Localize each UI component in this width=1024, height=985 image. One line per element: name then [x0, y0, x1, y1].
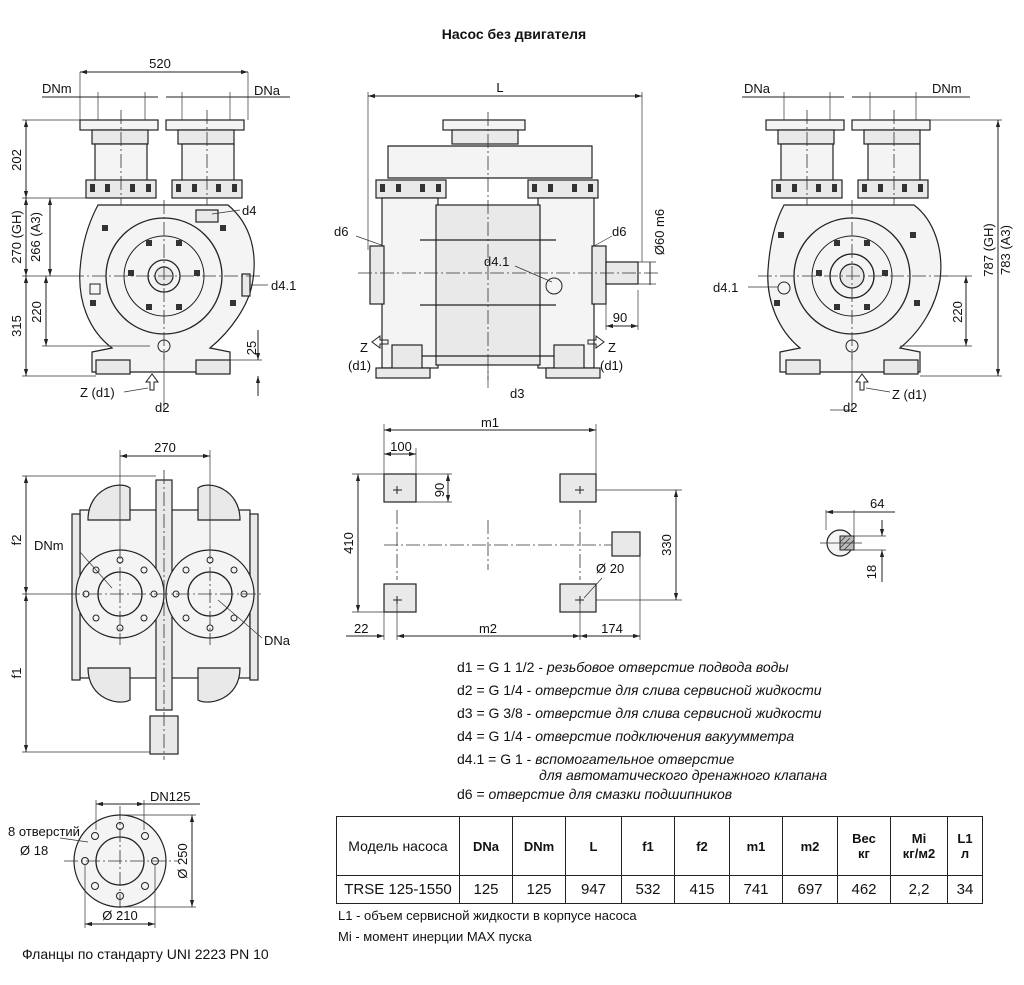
dim-22: 22: [354, 621, 368, 636]
dim-64: 64: [870, 496, 884, 511]
legend-item-d3: d3 = G 3/8 - отверстие для слива сервисн…: [457, 705, 822, 721]
dim-f1: f1: [9, 668, 24, 679]
dim-18: 18: [864, 565, 879, 579]
hole-legend: d1 = G 1 1/2 - резьбовое отверстие подво…: [457, 656, 897, 806]
legend-item-d6: d6 = отверстие для смазки подшипников: [457, 786, 733, 802]
drawing-title: Насос без двигателя: [442, 26, 586, 42]
header-l: L: [565, 816, 622, 876]
note-l1: L1 - объем сервисной жидкости в корпусе …: [338, 908, 637, 923]
legend-item-d4: d4 = G 1/4 - отверстие подключения вакуу…: [457, 728, 795, 744]
dim-f2: f2: [9, 535, 24, 546]
label-d2-left: d2: [155, 400, 169, 415]
label-dna-right: DNa: [744, 81, 771, 96]
label-8-holes: 8 отверстий: [8, 824, 80, 839]
dim-100: 100: [390, 439, 412, 454]
header-model: Модель насоса: [336, 816, 460, 876]
header-dnm: DNm: [512, 816, 566, 876]
label-dna-top: DNa: [264, 633, 291, 648]
label-dna-left: DNa: [254, 83, 281, 98]
key-detail: 64 18: [820, 496, 895, 582]
label-z-d1-left: Z (d1): [80, 385, 115, 400]
header-dna: DNa: [459, 816, 513, 876]
header-f1: f1: [621, 816, 675, 876]
flange-detail: DN125 Ø 250 Ø 210 8 отверстий Ø 18: [8, 789, 200, 928]
label-d1-left-center: (d1): [348, 358, 371, 373]
header-m2: m2: [782, 816, 838, 876]
dim-270-gh: 270 (GH): [9, 210, 24, 263]
dim-25: 25: [244, 341, 259, 355]
top-view: 270 f2 f1 DNm DNa: [9, 440, 291, 760]
label-d41-left: d4.1: [271, 278, 296, 293]
dim-hole-20: Ø 20: [596, 561, 624, 576]
dim-266-a3: 266 (A3): [28, 212, 43, 262]
dim-220-right: 220: [950, 301, 965, 323]
label-z-right-center: Z: [608, 340, 616, 355]
dim-m1: m1: [481, 415, 499, 430]
base-plan-view: m1 100 90 410 330 Ø 20 22 m2 174: [341, 415, 682, 640]
label-dnm-top: DNm: [34, 538, 64, 553]
label-dnm-right: DNm: [932, 81, 962, 96]
header-m1: m1: [729, 816, 783, 876]
dim-shaft-60-m6: Ø60 m6: [652, 209, 667, 255]
cell-model: TRSE 125-1550: [336, 875, 460, 904]
flange-standard-note: Фланцы по стандарту UNI 2223 PN 10: [22, 946, 269, 962]
dim-90-base: 90: [432, 483, 447, 497]
cell-l1: 34: [947, 875, 983, 904]
right-side-view: DNa DNm 787 (GH) 783 (A3) 220 d4.1 Z (d1…: [713, 81, 1013, 415]
label-dn125: DN125: [150, 789, 190, 804]
header-f2: f2: [674, 816, 730, 876]
label-dnm-left: DNm: [42, 81, 72, 96]
left-side-view: 520 DNm DNa 202 270 (GH) 266 (A3) 315 22…: [9, 56, 296, 415]
label-z-left-center: Z: [360, 340, 368, 355]
note-mi: Mi - момент инерции MAX пуска: [338, 929, 532, 944]
dim-m2: m2: [479, 621, 497, 636]
dim-410: 410: [341, 532, 356, 554]
label-d3: d3: [510, 386, 524, 401]
dim-270-top: 270: [154, 440, 176, 455]
dim-330: 330: [659, 534, 674, 556]
dim-520: 520: [149, 56, 171, 71]
label-z-d1-right: Z (d1): [892, 387, 927, 402]
label-d4: d4: [242, 203, 256, 218]
legend-item-d41-cont: для автоматического дренажного клапана: [539, 767, 828, 783]
spec-data-row: TRSE 125-1550 125 125 947 532 415 741 69…: [336, 875, 983, 904]
cell-weight: 462: [837, 875, 891, 904]
cell-dnm: 125: [512, 875, 566, 904]
dim-220-left: 220: [29, 301, 44, 323]
dim-90-shaft: 90: [613, 310, 627, 325]
label-d6-right: d6: [612, 224, 626, 239]
label-d1-right-center: (d1): [600, 358, 623, 373]
label-d41-right: d4.1: [713, 280, 738, 295]
legend-item-d2: d2 = G 1/4 - отверстие для слива сервисн…: [457, 682, 822, 698]
dim-flange-210: Ø 210: [102, 908, 137, 923]
dim-L: L: [496, 80, 503, 95]
dim-315: 315: [9, 315, 24, 337]
cell-m2: 697: [782, 875, 838, 904]
dim-174: 174: [601, 621, 623, 636]
dim-202: 202: [9, 149, 24, 171]
label-d41-center: d4.1: [484, 254, 509, 269]
cell-mi: 2,2: [890, 875, 948, 904]
dim-flange-250: Ø 250: [175, 843, 190, 878]
label-d2-right: d2: [843, 400, 857, 415]
cell-l: 947: [565, 875, 622, 904]
cell-f1: 532: [621, 875, 675, 904]
dim-787-gh: 787 (GH): [981, 223, 996, 276]
label-hole-18: Ø 18: [20, 843, 48, 858]
dim-783-a3: 783 (A3): [998, 225, 1013, 275]
legend-item-d1: d1 = G 1 1/2 - резьбовое отверстие подво…: [457, 659, 789, 675]
legend-item-d41: d4.1 = G 1 - вспомогательное отверстие: [457, 751, 735, 767]
cell-m1: 741: [729, 875, 783, 904]
cell-f2: 415: [674, 875, 730, 904]
cell-dna: 125: [459, 875, 513, 904]
label-d6-left: d6: [334, 224, 348, 239]
front-view: L Ø60 m6 90 d6 d6 d4.1 Z (d1) Z (d1) d3: [334, 80, 667, 401]
